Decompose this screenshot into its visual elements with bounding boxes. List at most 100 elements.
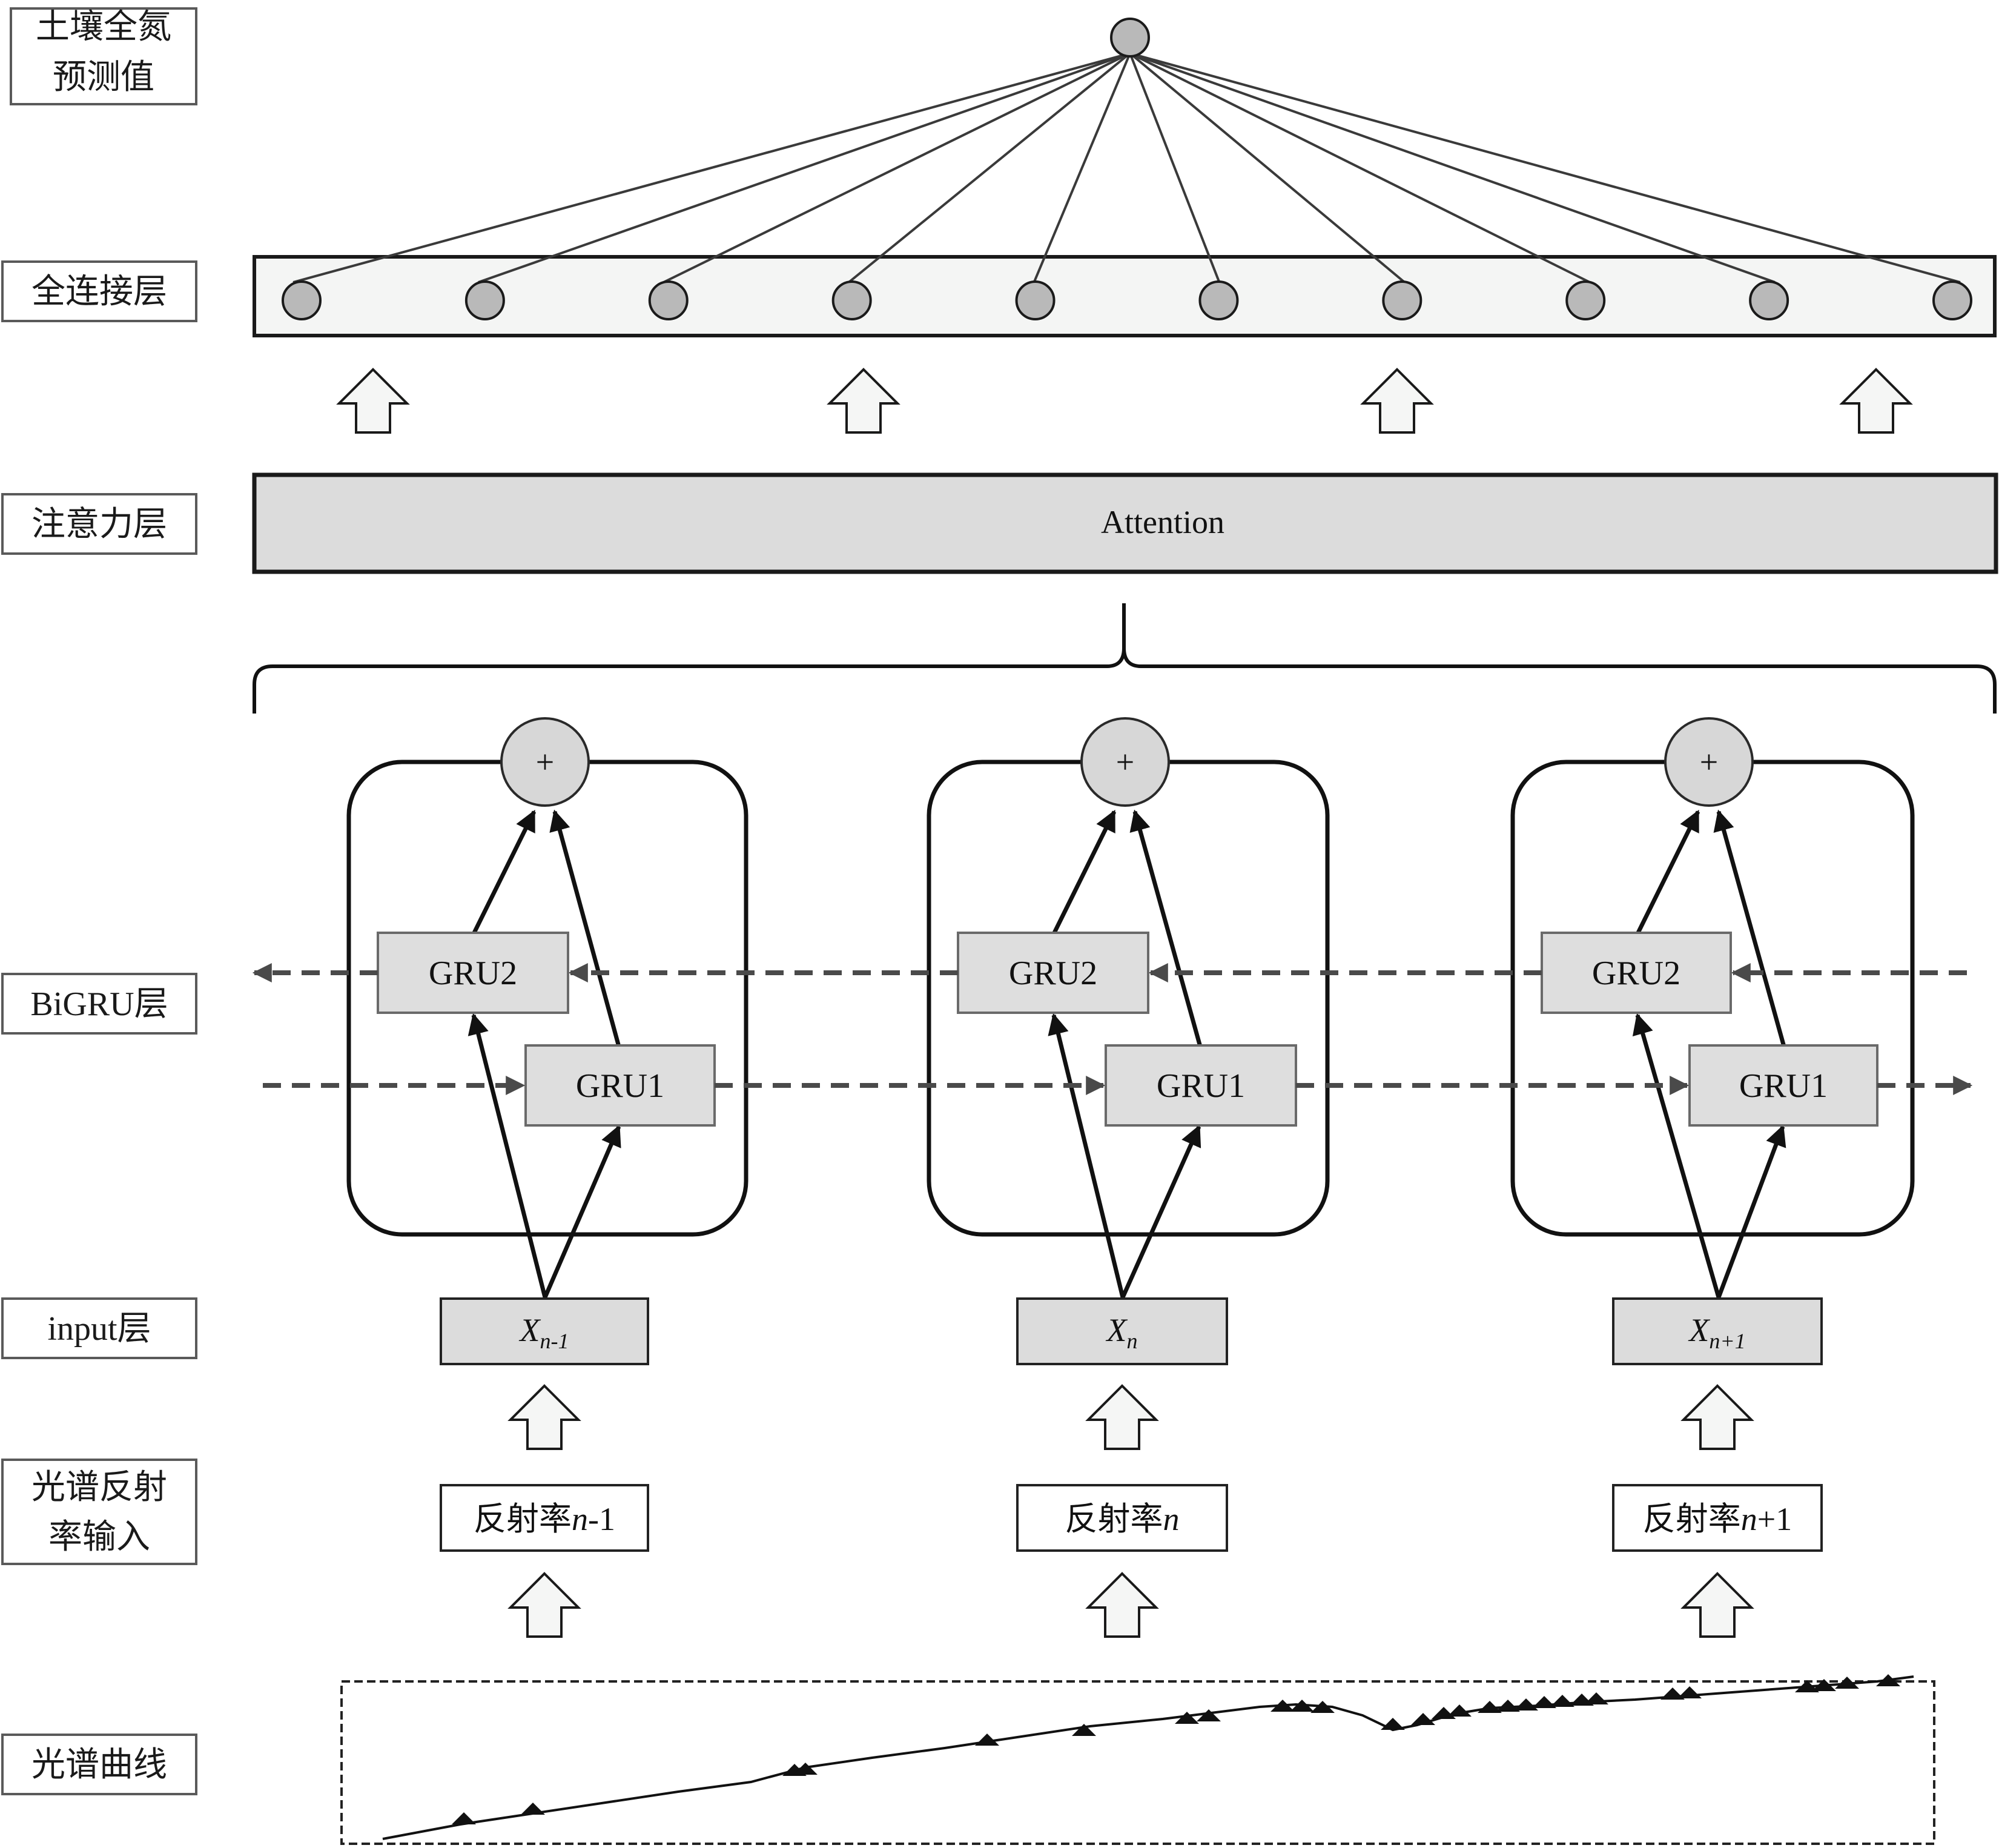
fc-node bbox=[1382, 280, 1422, 320]
gru1-label: GRU1 bbox=[1739, 1067, 1828, 1105]
gru2-label: GRU2 bbox=[429, 955, 517, 992]
hollow-arrow-up bbox=[1682, 1572, 1753, 1638]
spectral-marker bbox=[1478, 1701, 1502, 1713]
spectral-curve-panel bbox=[340, 1680, 1935, 1845]
gru2-to-sum-arrow bbox=[1634, 809, 1700, 938]
input-to-gru1-arrow bbox=[1120, 1124, 1201, 1299]
fc-connection-line bbox=[1129, 53, 1221, 283]
gru1-to-sum-arrow bbox=[1713, 809, 1786, 1047]
gru1-label: GRU1 bbox=[1157, 1067, 1245, 1105]
spectral-marker bbox=[1197, 1709, 1221, 1721]
fc-node bbox=[464, 280, 505, 320]
fc-connection-line bbox=[1129, 52, 1406, 283]
spectral-marker bbox=[1677, 1686, 1702, 1698]
spectral-marker bbox=[1812, 1679, 1836, 1691]
reflectance-label: 反射率n-1 bbox=[474, 1501, 615, 1537]
spectral-marker bbox=[1496, 1700, 1520, 1712]
label-input-layer: input层 bbox=[1, 1297, 197, 1359]
attention-text: Attention bbox=[1101, 504, 1224, 540]
gru2-to-sum-arrow bbox=[470, 809, 537, 938]
fc-connection-line bbox=[478, 52, 1131, 283]
fc-connection-line bbox=[848, 52, 1131, 283]
hollow-arrow-up bbox=[338, 368, 408, 434]
input-label: Xn bbox=[1106, 1312, 1138, 1353]
fc-node bbox=[1198, 280, 1239, 320]
reflectance-box bbox=[1016, 1484, 1228, 1552]
label-spectral-input-line1: 光谱反射 bbox=[31, 1469, 167, 1506]
spectral-marker bbox=[1072, 1724, 1096, 1736]
label-bigru-layer: BiGRU层 bbox=[1, 973, 197, 1035]
label-spectral-input-line2: 率输入 bbox=[48, 1518, 150, 1556]
input-to-gru1-arrow bbox=[543, 1124, 621, 1299]
fc-node bbox=[1565, 280, 1606, 320]
hollow-arrow-up bbox=[1682, 1385, 1753, 1450]
spectral-marker bbox=[1660, 1687, 1685, 1700]
gru2-label: GRU2 bbox=[1592, 955, 1680, 992]
fc-nodes bbox=[282, 280, 1972, 320]
input-to-gru1-arrow bbox=[1716, 1124, 1786, 1299]
label-spectral-input: 光谱反射 率输入 bbox=[1, 1459, 197, 1565]
gru1-to-sum-arrow bbox=[1129, 809, 1203, 1047]
reflectance-box bbox=[1612, 1484, 1823, 1552]
spectral-marker bbox=[452, 1812, 476, 1824]
bigru-output-brace bbox=[253, 603, 1997, 714]
gru1-label: GRU1 bbox=[576, 1067, 664, 1105]
input-to-gru2-arrow bbox=[1632, 1013, 1721, 1298]
hollow-arrow-up bbox=[1087, 1572, 1157, 1638]
fc-connection-line bbox=[1129, 52, 1961, 283]
fc-connection-line bbox=[1129, 52, 1776, 283]
spectral-marker bbox=[1381, 1718, 1405, 1730]
hollow-arrow-up bbox=[828, 368, 899, 434]
label-output-line1: 土壤全氮 bbox=[36, 8, 171, 46]
spectral-marker bbox=[1270, 1700, 1295, 1712]
fc-connection-line bbox=[1033, 53, 1131, 283]
hollow-arrow-up bbox=[1362, 368, 1432, 434]
attention-layer-band bbox=[252, 472, 1998, 574]
hollow-arrow-up bbox=[1841, 368, 1911, 434]
gru2-label: GRU2 bbox=[1009, 955, 1097, 992]
spectral-marker bbox=[1411, 1713, 1435, 1725]
label-output-line2: 预测值 bbox=[53, 59, 154, 96]
fc-layer-band bbox=[253, 255, 1997, 337]
bigru-cell: + GRU2 GRU1 Xn+1 反射率n+1 bbox=[1510, 717, 1915, 1552]
plus-symbol: + bbox=[1116, 744, 1134, 780]
label-bigru-text: BiGRU层 bbox=[30, 985, 168, 1023]
label-output: 土壤全氮 预测值 bbox=[10, 7, 197, 105]
gru1-box bbox=[1688, 1044, 1878, 1127]
hollow-arrow-up bbox=[509, 1385, 580, 1450]
plus-symbol: + bbox=[1700, 744, 1718, 780]
gru1-to-sum-arrow bbox=[549, 809, 621, 1047]
input-box bbox=[1612, 1297, 1823, 1365]
fc-connection-line bbox=[662, 52, 1131, 283]
spectral-marker bbox=[521, 1803, 545, 1815]
fc-node bbox=[831, 280, 872, 320]
spectral-marker bbox=[1532, 1696, 1556, 1708]
label-spectral-curve: 光谱曲线 bbox=[1, 1734, 197, 1795]
label-input-text: input层 bbox=[47, 1310, 151, 1348]
spectral-marker bbox=[1584, 1692, 1608, 1704]
spectral-marker bbox=[1795, 1680, 1819, 1692]
gru1-box bbox=[524, 1044, 716, 1127]
fc-connection-line bbox=[1129, 52, 1591, 283]
input-to-gru2-arrow bbox=[1048, 1013, 1125, 1298]
label-attention-text: 注意力层 bbox=[31, 506, 167, 543]
fc-to-output-connections bbox=[292, 52, 1961, 283]
input-box bbox=[1016, 1297, 1228, 1365]
spectral-markers bbox=[452, 1674, 1900, 1824]
label-fc-layer: 全连接层 bbox=[1, 260, 197, 322]
bigru-cell: + GRU2 GRU1 Xn 反射率n bbox=[927, 717, 1330, 1552]
spectral-marker bbox=[1876, 1674, 1900, 1686]
output-node bbox=[1110, 18, 1150, 58]
spectral-marker bbox=[975, 1734, 999, 1746]
fc-node bbox=[1749, 280, 1789, 320]
sum-node bbox=[1664, 717, 1754, 807]
fc-node bbox=[1932, 280, 1972, 320]
input-box bbox=[440, 1297, 649, 1365]
spectral-marker bbox=[1175, 1712, 1199, 1724]
gru2-to-sum-arrow bbox=[1050, 809, 1117, 938]
fc-node bbox=[1015, 280, 1056, 320]
reflectance-box bbox=[440, 1484, 649, 1552]
input-to-gru2-arrow bbox=[468, 1013, 547, 1298]
